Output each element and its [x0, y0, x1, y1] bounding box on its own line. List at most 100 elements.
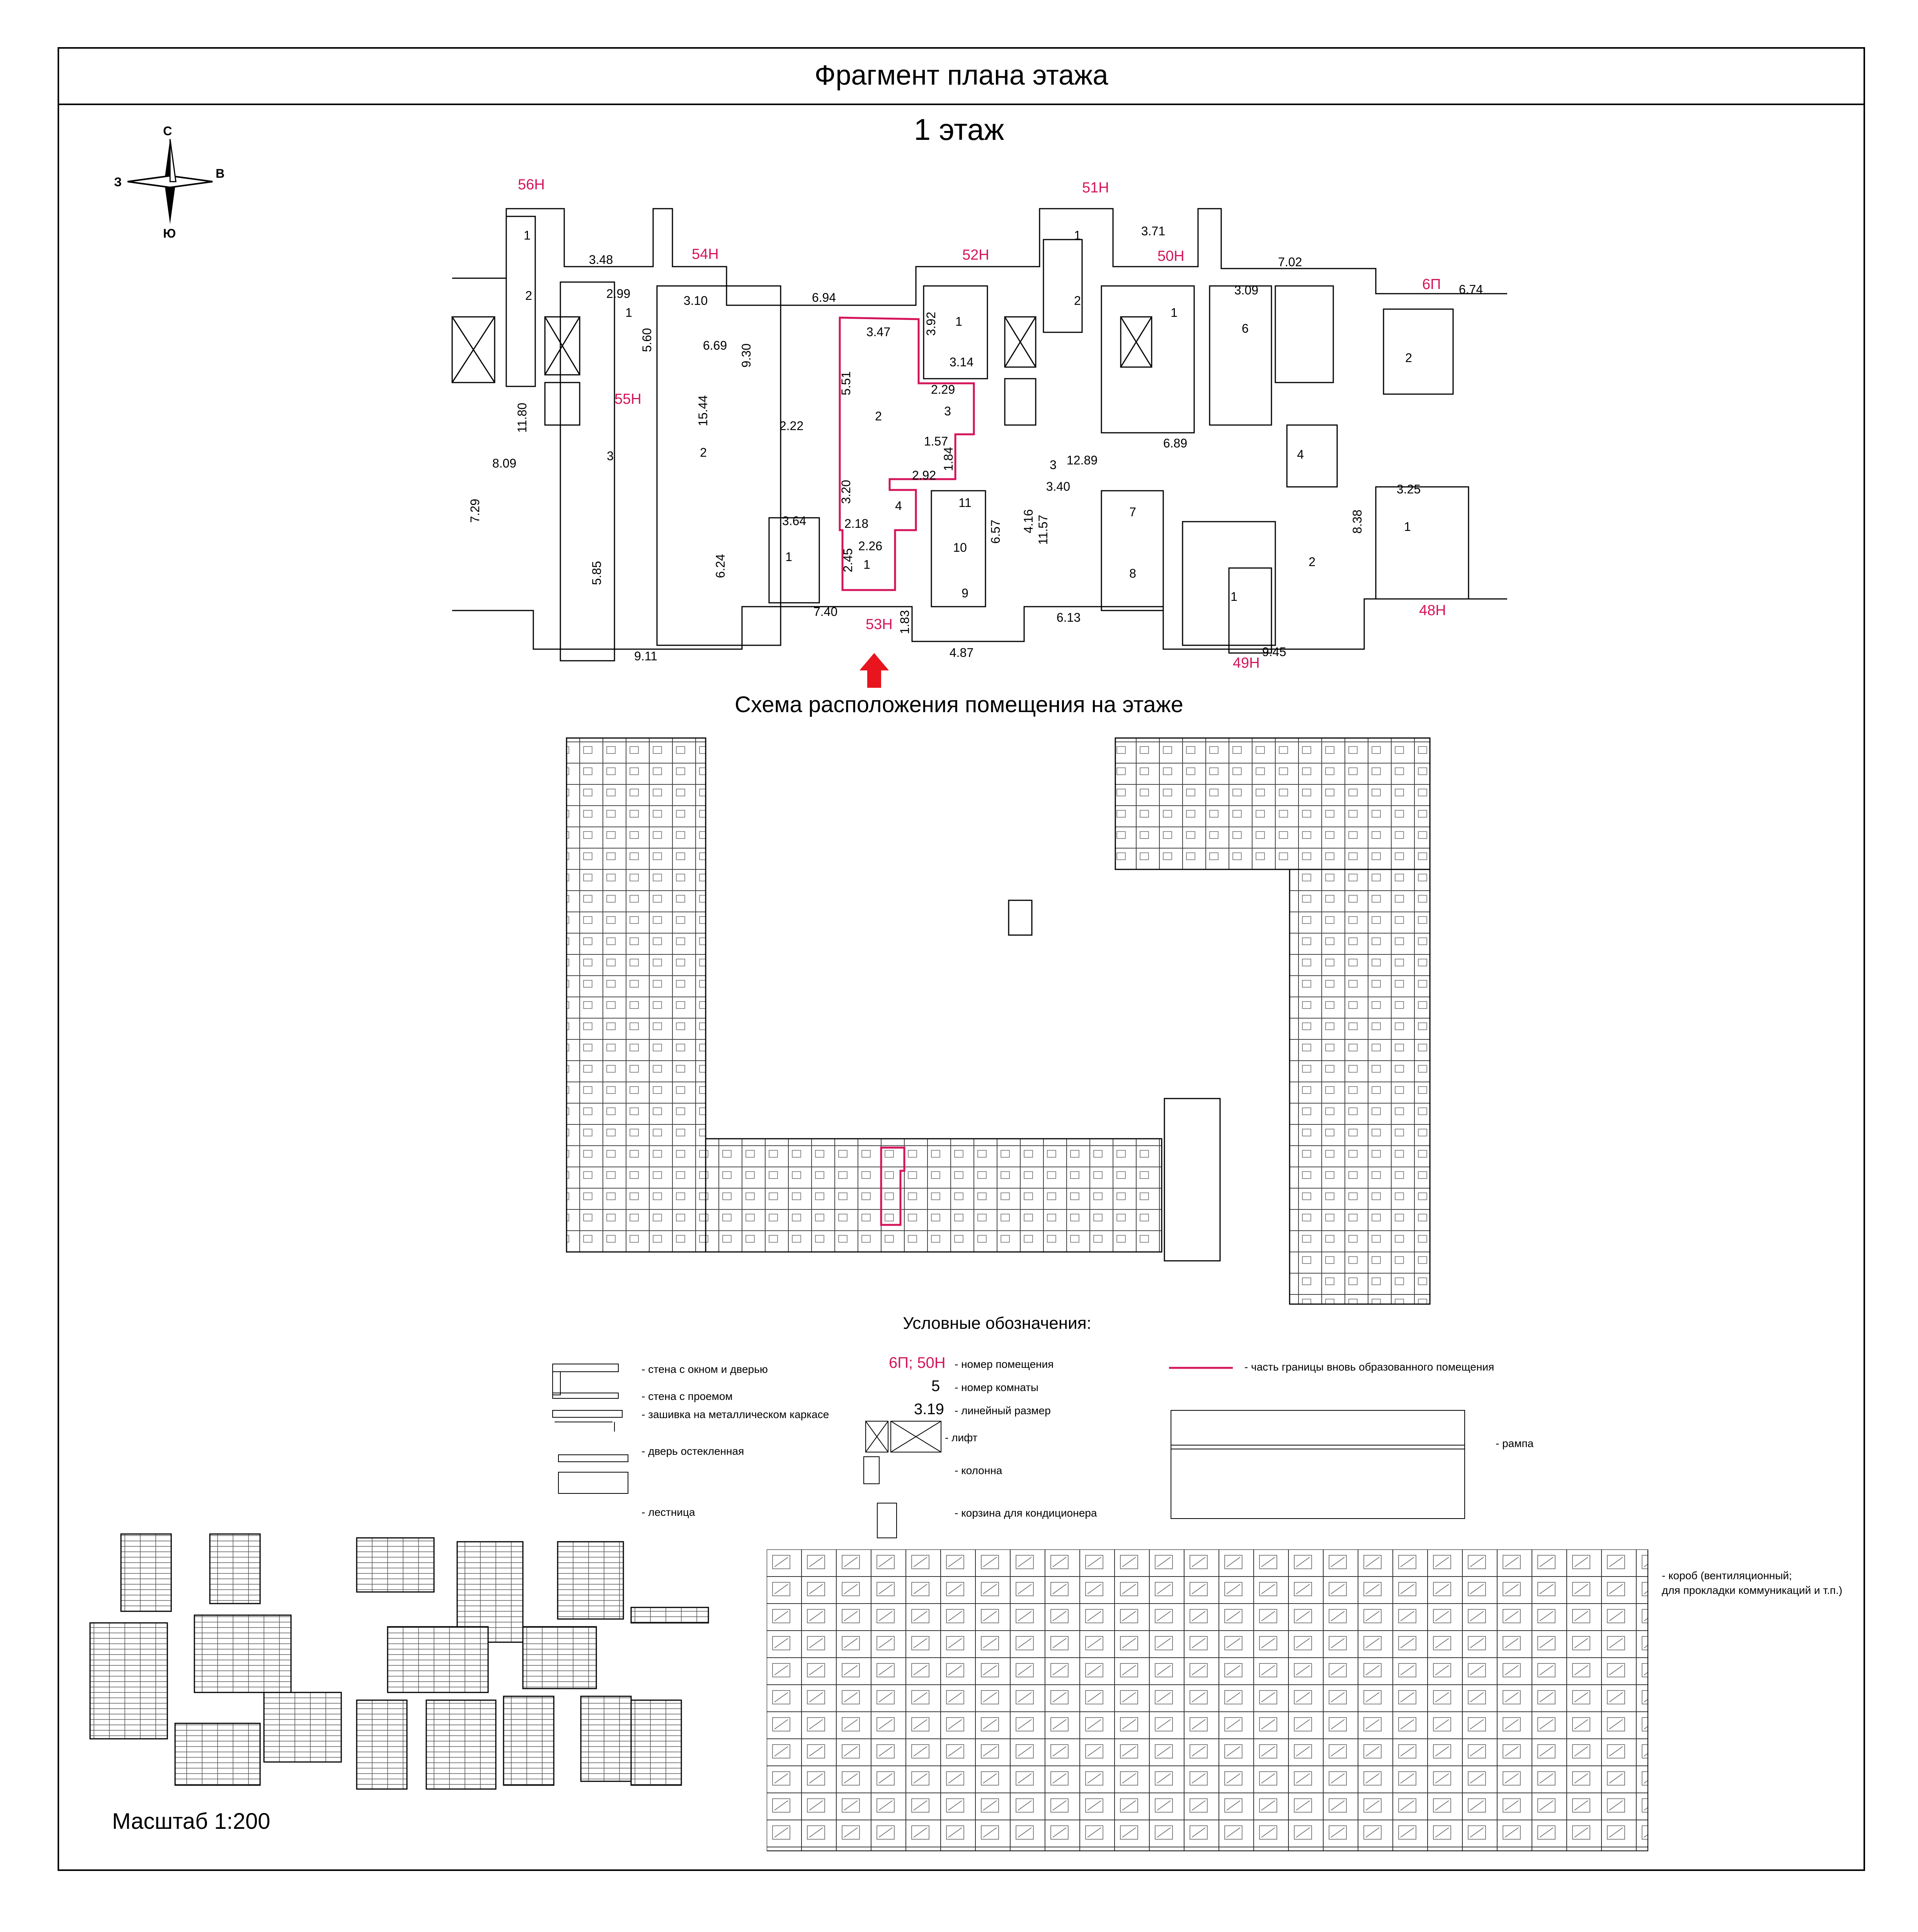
plan-label: 2.26 [858, 539, 882, 553]
plan-label: 2.99 [606, 287, 630, 301]
plan-label: 11 [958, 496, 971, 510]
scale-label: Масштаб 1:200 [112, 1809, 271, 1834]
legend-title: Условные обозначения: [903, 1314, 1091, 1333]
location-arrow-icon [859, 653, 889, 688]
plan-label: 8.09 [492, 456, 516, 470]
premise-label: 48Н [1419, 602, 1446, 619]
plan-label: 7.29 [468, 499, 482, 523]
legend-item: - лифт [945, 1432, 978, 1444]
dimension-sample: 3.19 [914, 1401, 944, 1418]
plan-label: 3.64 [782, 514, 806, 528]
plan-label: 5.51 [839, 371, 853, 395]
plan-label: 3.71 [1141, 224, 1165, 238]
stair-symbols-collage [89, 1533, 709, 1790]
legend-item: - стена с проемом [642, 1390, 733, 1402]
plan-label: 7.40 [813, 605, 837, 619]
premise-label: 50Н [1157, 248, 1184, 264]
plan-label: 2 [1405, 351, 1412, 365]
premise-number-sample: 6П; 50Н [889, 1354, 946, 1371]
plan-label: 2.22 [779, 419, 803, 433]
plan-label: 4.87 [950, 646, 973, 660]
plan-label: 4 [1297, 447, 1304, 461]
plan-label: 9.30 [739, 344, 753, 367]
plan-label: 7 [1129, 505, 1136, 519]
plan-label: 3 [944, 404, 951, 418]
plan-label: 1.84 [941, 447, 955, 471]
compass-east: В [216, 167, 225, 180]
plan-label: 15.44 [696, 395, 710, 426]
plan-label: 2 [875, 409, 882, 423]
plan-label: 4.16 [1021, 509, 1035, 533]
plan-label: 3.25 [1397, 482, 1421, 496]
duct-symbols-collage [767, 1549, 1648, 1851]
plan-label: 7.02 [1278, 255, 1302, 269]
plan-label: 3.92 [924, 312, 938, 336]
premise-label: 55Н [614, 391, 642, 407]
plan-label: 1 [955, 315, 962, 328]
plan-label: 5.85 [590, 561, 604, 585]
compass-icon: С Ю З В [114, 124, 225, 240]
legend-item: - короб (вентиляционный; [1662, 1570, 1792, 1582]
premise-label: 54Н [692, 246, 719, 262]
title-text: Фрагмент плана этажа [814, 60, 1108, 91]
compass-south: Ю [163, 226, 176, 240]
premise-label: 6П [1422, 276, 1441, 293]
plan-label: 2.29 [931, 383, 955, 396]
plan-label: 6.69 [703, 338, 727, 352]
plan-label: 2.18 [844, 517, 868, 531]
plan-label: 6.74 [1459, 282, 1483, 296]
legend-item: - линейный размер [955, 1405, 1051, 1417]
legend-item: - корзина для кондиционера [955, 1507, 1097, 1519]
plan-label: 3.40 [1046, 480, 1070, 493]
plan-label: 2.92 [912, 468, 936, 482]
premise-label: 49Н [1233, 655, 1260, 671]
plan-label: 1 [625, 306, 632, 320]
plan-label: 12.89 [1067, 453, 1098, 467]
legend-item: - часть границы вновь образованного поме… [1244, 1361, 1494, 1373]
plan-label: 4 [895, 499, 902, 513]
plan-label: 8 [1129, 566, 1136, 580]
premise-label: 51Н [1082, 180, 1109, 196]
compass-west: З [114, 175, 122, 189]
legend-item: - колонна [955, 1464, 1002, 1476]
plan-label: 3.09 [1234, 283, 1258, 297]
plan-label: 6.24 [713, 554, 727, 578]
premise-label: 52Н [962, 247, 989, 263]
plan-label: 11.57 [1036, 515, 1050, 545]
plan-label: 2 [1309, 555, 1316, 569]
legend-item: - рампа [1496, 1437, 1534, 1449]
plan-label: 5.60 [640, 328, 654, 352]
legend-item: - дверь остекленная [642, 1445, 744, 1457]
plan-label: 6.13 [1057, 611, 1081, 624]
legend-item: для прокладки коммуникаций и т.п.) [1662, 1584, 1843, 1596]
plan-label: 1 [524, 228, 531, 242]
premise-label: 53Н [866, 616, 893, 633]
legend-item: - номер комнаты [955, 1381, 1039, 1393]
sheet-title: Фрагмент плана этажа [58, 47, 1865, 105]
plan-label: 8.38 [1350, 510, 1364, 534]
plan-label: 2 [700, 446, 707, 459]
legend-item: - номер помещения [955, 1358, 1054, 1370]
plan-label: 1 [1230, 590, 1237, 604]
plan-label: 3 [607, 449, 614, 463]
premise-labels: 56Н 54Н 55Н 52Н 51Н 50Н 6П 53Н 49Н 48Н [518, 177, 1446, 671]
plan-label: 3.47 [866, 325, 890, 339]
room-and-dimension-labels: 1 2 3.47 2 3 4 1 2.26 2.45 5.51 3.20 2.1… [468, 224, 1483, 663]
compass-north: С [163, 124, 172, 138]
scheme-title: Схема расположения помещения на этаже [735, 692, 1183, 717]
room-number-sample: 5 [931, 1378, 940, 1395]
legend-symbols [552, 1364, 1465, 1538]
plan-label: 1 [785, 550, 792, 564]
legend-item: - лестница [642, 1506, 695, 1518]
plan-walls [451, 208, 1507, 662]
ramp-shape [1164, 1098, 1221, 1262]
plan-label: 1.83 [898, 610, 912, 634]
plan-label: 9.11 [634, 649, 657, 663]
plan-label: 3.10 [684, 294, 708, 308]
plan-label: 1.57 [924, 434, 948, 448]
plan-label: 1 [1171, 306, 1178, 320]
plan-label: 1 [863, 558, 870, 571]
plan-label: 2.45 [841, 548, 855, 572]
plan-label: 6 [1242, 321, 1249, 335]
plan-label: 10 [953, 541, 967, 554]
